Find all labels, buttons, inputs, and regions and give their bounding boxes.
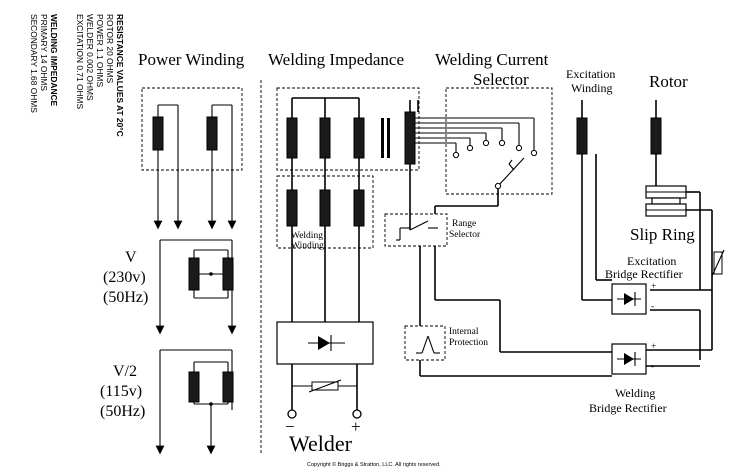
impedance-wiring bbox=[291, 97, 411, 230]
welding-impedance-box bbox=[276, 87, 420, 171]
internal-protection-icon bbox=[416, 335, 440, 354]
range-selector-box bbox=[384, 213, 448, 247]
welding-rectifier-label-2: Bridge Rectifier bbox=[589, 401, 667, 415]
welder-diode-icon bbox=[308, 335, 345, 351]
impedance-primary-coil bbox=[404, 111, 416, 165]
internal-protection-label-1: Internal bbox=[449, 327, 479, 337]
slip-ring bbox=[645, 185, 687, 217]
internal-protection-box bbox=[404, 325, 446, 361]
welder-label: Welder bbox=[289, 431, 353, 456]
impedance-coil-2 bbox=[319, 117, 331, 159]
welder-positive-terminal bbox=[352, 409, 362, 419]
impedance-primary: PRIMARY 14 OHMS bbox=[39, 14, 49, 91]
v-full-label: V bbox=[125, 249, 137, 266]
resistance-heading: RESISTANCE VALUES AT 20°C bbox=[115, 14, 125, 137]
resistance-values-table: RESISTANCE VALUES AT 20°C ROTOR 20 OHMS … bbox=[29, 14, 125, 137]
welding-rectifier-plus-sign: + bbox=[651, 342, 656, 352]
excitation-winding-coil bbox=[576, 117, 588, 155]
excitation-wiring bbox=[581, 100, 657, 301]
slip-ring-label: Slip Ring bbox=[630, 225, 695, 244]
impedance-heading: WELDING IMPEDANCE bbox=[49, 14, 59, 107]
welder-plus-sign: + bbox=[351, 417, 361, 436]
excitation-rectifier-label-2: Bridge Rectifier bbox=[605, 267, 683, 281]
power-winding-box bbox=[141, 87, 243, 171]
slip-ring-wiring bbox=[650, 191, 725, 360]
v-half-coil-1 bbox=[188, 371, 200, 403]
range-selector-switch-icon bbox=[396, 220, 438, 241]
selector-taps bbox=[415, 117, 535, 152]
protection-wiring bbox=[419, 246, 612, 377]
v-half-freq: (50Hz) bbox=[100, 403, 145, 420]
welding-rectifier-wiring bbox=[435, 299, 712, 367]
welding-current-selector-title-2: Selector bbox=[473, 70, 529, 89]
excitation-rectifier-label-1: Excitation bbox=[627, 254, 676, 268]
excitation-plus-sign: + bbox=[651, 282, 656, 292]
v-full-freq: (50Hz) bbox=[103, 289, 148, 306]
rotor-title: Rotor bbox=[649, 72, 688, 91]
v-full-coil-2 bbox=[222, 257, 234, 291]
excitation-winding-title-1: Excitation bbox=[566, 67, 615, 81]
welding-winding-label-1: Welding bbox=[291, 231, 323, 241]
range-selector-label-2: Selector bbox=[449, 230, 481, 240]
rotor-coil bbox=[650, 117, 662, 155]
v-half-coil-2 bbox=[222, 371, 234, 403]
welding-winding-coil-1 bbox=[286, 189, 298, 227]
welding-rectifier-diode-icon bbox=[617, 352, 641, 366]
welding-rectifier-minus-sign: - bbox=[651, 362, 654, 372]
excitation-minus-sign: - bbox=[651, 302, 654, 312]
impedance-secondary: SECONDARY 1.68 OHMS bbox=[29, 14, 39, 113]
impedance-core-bar-2 bbox=[387, 118, 390, 158]
internal-protection-label-2: Protection bbox=[449, 338, 488, 348]
v-half-volts: (115v) bbox=[100, 383, 142, 400]
power-coil-2 bbox=[206, 116, 218, 151]
welding-rectifier-label-1: Welding bbox=[615, 386, 655, 400]
selector-wiper-icon bbox=[494, 157, 525, 190]
selector-output-wiring bbox=[417, 100, 499, 214]
resistance-power: POWER 1.1 OHMS bbox=[95, 14, 105, 87]
range-selector-label-1: Range bbox=[452, 219, 476, 229]
v-full-volts: (230v) bbox=[103, 269, 146, 286]
impedance-coil-3 bbox=[353, 117, 365, 159]
welder-negative-terminal bbox=[287, 409, 297, 419]
impedance-coil-1 bbox=[286, 117, 298, 159]
excitation-diode-icon bbox=[617, 292, 641, 306]
welding-winding-coil-3 bbox=[353, 189, 365, 227]
welding-winding-coil-2 bbox=[319, 189, 331, 227]
resistance-welder: WELDER 0.002 OHMS bbox=[85, 14, 95, 101]
welding-current-selector-box bbox=[445, 87, 553, 195]
resistance-excitation: EXCITATION 0.71 OHMS bbox=[75, 14, 85, 110]
v-half-label: V/2 bbox=[113, 363, 137, 380]
resistance-rotor: ROTOR 20 OHMS bbox=[105, 14, 115, 84]
power-coil-1 bbox=[152, 116, 164, 151]
welder-minus-sign: − bbox=[285, 417, 295, 436]
impedance-core-bar-1 bbox=[381, 118, 384, 158]
copyright-notice: Copyright © Briggs & Stratton, LLC. All … bbox=[307, 461, 441, 468]
selector-contacts bbox=[452, 139, 538, 159]
v-full-coil-1 bbox=[188, 257, 200, 291]
welding-current-selector-title-1: Welding Current bbox=[435, 50, 549, 69]
welding-winding-leads bbox=[291, 226, 360, 322]
excitation-winding-title-2: Winding bbox=[571, 81, 613, 95]
welding-impedance-title: Welding Impedance bbox=[268, 50, 404, 69]
power-winding-leads bbox=[153, 104, 237, 230]
welding-winding-label-2: Winding bbox=[291, 241, 324, 251]
power-winding-title: Power Winding bbox=[138, 50, 245, 69]
welder-output-leads bbox=[291, 364, 358, 410]
